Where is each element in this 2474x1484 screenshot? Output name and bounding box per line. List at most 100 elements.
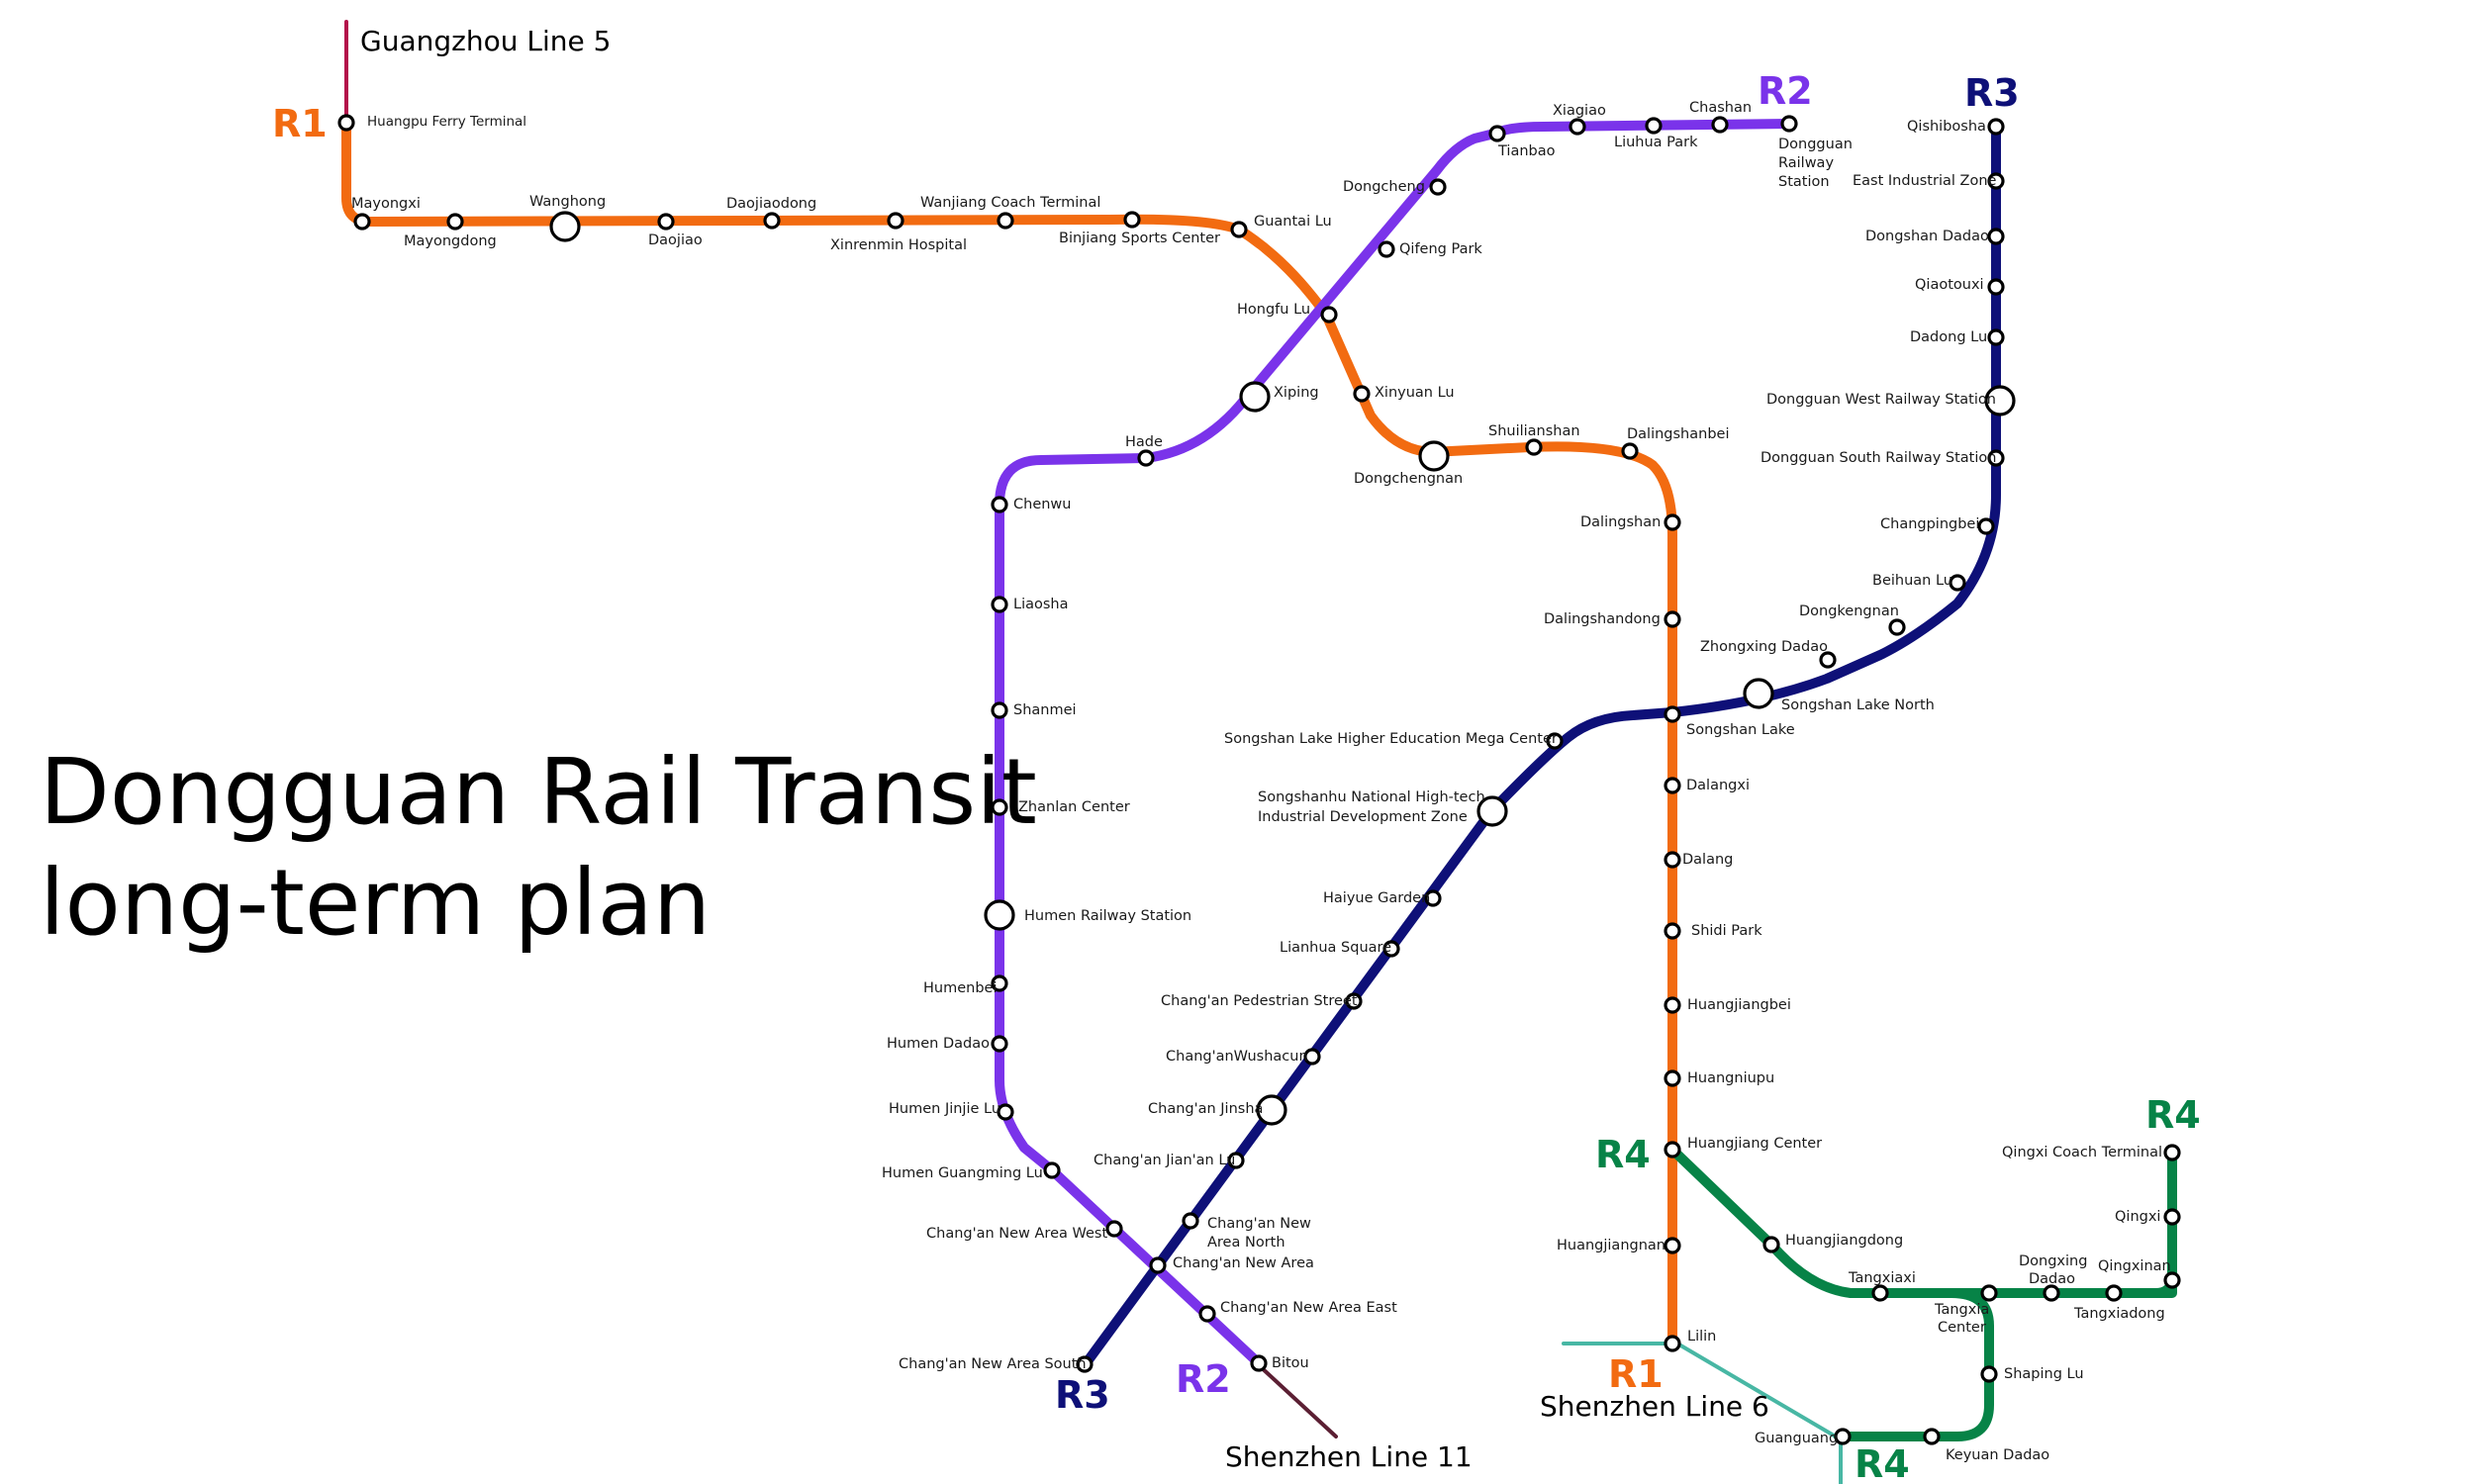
station-huangjiangnan[interactable]: [1664, 1237, 1681, 1254]
station-xiagiao[interactable]: [1569, 118, 1586, 136]
station-tangxiadong[interactable]: [2105, 1284, 2123, 1302]
label-sslnorth: Songshan Lake North: [1781, 697, 1935, 713]
label-dongshan: Dongshan Dadao: [1865, 229, 1989, 244]
label-wushacun: Chang'anWushacun: [1166, 1049, 1308, 1065]
station-chashan[interactable]: [1711, 116, 1729, 134]
station-lilin[interactable]: [1664, 1335, 1681, 1352]
station-dongguan-railway[interactable]: [1780, 115, 1798, 133]
station-humenrs[interactable]: [984, 899, 1015, 931]
station-bitou[interactable]: [1250, 1354, 1268, 1372]
station-huangniupu[interactable]: [1664, 1069, 1681, 1087]
station-dongcheng[interactable]: [1429, 178, 1447, 196]
station-dongxing[interactable]: [2043, 1284, 2060, 1302]
station-dongshan[interactable]: [1987, 228, 2005, 245]
station-canorth[interactable]: [1182, 1212, 1199, 1230]
station-tangxiacenter[interactable]: [1980, 1284, 1998, 1302]
station-tangxiaxi[interactable]: [1871, 1284, 1889, 1302]
station-pedestrian[interactable]: [1345, 992, 1363, 1010]
r4-badge-right: R4: [2145, 1093, 2201, 1137]
station-daojiaodong[interactable]: [763, 212, 781, 230]
station-xinyuan[interactable]: [1353, 385, 1371, 403]
label-zhanlan: Zhanlan Center: [1018, 799, 1130, 815]
label-liuhua: Liuhua Park: [1614, 135, 1698, 150]
station-daojiao[interactable]: [657, 213, 675, 231]
station-zhanlan[interactable]: [991, 798, 1008, 816]
station-hightech[interactable]: [1476, 795, 1508, 827]
shenzhen-line-6-label: Shenzhen Line 6: [1540, 1390, 1769, 1423]
station-dgsouth[interactable]: [1987, 449, 2005, 467]
station-liaosha[interactable]: [991, 596, 1008, 613]
station-beihuan[interactable]: [1949, 574, 1966, 592]
station-huangjiangdong[interactable]: [1762, 1236, 1780, 1253]
station-guanguang[interactable]: [1834, 1428, 1852, 1445]
station-keyuan[interactable]: [1923, 1428, 1941, 1445]
station-dalingshanbei[interactable]: [1621, 442, 1639, 460]
station-dgwest[interactable]: [1984, 385, 2016, 417]
station-jinsha[interactable]: [1256, 1094, 1287, 1126]
station-wanghong[interactable]: [549, 211, 581, 242]
station-guantai[interactable]: [1230, 221, 1248, 238]
station-sslhighered[interactable]: [1546, 732, 1564, 750]
station-xiping[interactable]: [1239, 381, 1271, 413]
station-dalingshan[interactable]: [1664, 513, 1681, 531]
station-canaeast[interactable]: [1198, 1305, 1216, 1323]
station-dongkengnan[interactable]: [1888, 618, 1906, 636]
station-dadong[interactable]: [1987, 328, 2005, 346]
station-humendadao[interactable]: [991, 1035, 1008, 1053]
label-dgrs-3: Station: [1778, 174, 1830, 190]
station-eastind[interactable]: [1987, 172, 2005, 190]
station-canawest[interactable]: [1105, 1220, 1123, 1238]
station-hongfu[interactable]: [1320, 306, 1338, 324]
station-shanmei[interactable]: [991, 701, 1008, 719]
station-humenbei[interactable]: [991, 974, 1008, 992]
station-zhongxing[interactable]: [1819, 651, 1837, 669]
station-lianhua[interactable]: [1382, 940, 1400, 958]
station-dalingshandong[interactable]: [1664, 610, 1681, 628]
station-liuhua[interactable]: [1645, 117, 1663, 135]
station-sslnorth[interactable]: [1743, 678, 1774, 709]
station-qingxinan[interactable]: [2163, 1271, 2181, 1289]
station-huangpu[interactable]: [337, 114, 355, 132]
label-guantai: Guantai Lu: [1254, 214, 1332, 230]
station-dalangxi[interactable]: [1664, 777, 1681, 794]
label-dgsouth: Dongguan South Railway Station: [1760, 450, 1996, 466]
label-shidi: Shidi Park: [1691, 923, 1762, 939]
r1-badge-bottom: R1: [1608, 1352, 1664, 1396]
station-jianan[interactable]: [1227, 1152, 1245, 1169]
station-shaping[interactable]: [1980, 1365, 1998, 1383]
station-xinrenmin[interactable]: [887, 212, 904, 230]
station-shidi[interactable]: [1664, 922, 1681, 940]
station-haiyue[interactable]: [1424, 889, 1442, 907]
r3-badge-bottom: R3: [1055, 1373, 1110, 1417]
station-huangjiangbei[interactable]: [1664, 996, 1681, 1014]
station-mayongxi[interactable]: [353, 213, 371, 231]
station-qishibosha[interactable]: [1987, 118, 2005, 136]
station-qingxi[interactable]: [2163, 1208, 2181, 1226]
label-liaosha: Liaosha: [1013, 597, 1069, 612]
station-qingxicoach[interactable]: [2163, 1144, 2181, 1161]
label-bitou: Bitou: [1272, 1355, 1309, 1371]
station-tianbao[interactable]: [1488, 125, 1506, 142]
station-songshanlake[interactable]: [1664, 705, 1681, 723]
station-dalang[interactable]: [1664, 851, 1681, 869]
station-hade[interactable]: [1137, 449, 1155, 467]
station-qiaotouxi[interactable]: [1987, 278, 2005, 296]
station-mayongdong[interactable]: [446, 213, 464, 231]
station-shuilianshan[interactable]: [1525, 438, 1543, 456]
label-dalangxi: Dalangxi: [1686, 778, 1750, 793]
station-dongchengnan[interactable]: [1418, 440, 1450, 472]
label-tangxiaxi: Tangxiaxi: [1848, 1270, 1916, 1286]
station-binjiang[interactable]: [1123, 211, 1141, 229]
station-qifeng[interactable]: [1378, 240, 1395, 258]
station-humenjinjie[interactable]: [997, 1103, 1014, 1121]
label-casouth: Chang'an New Area South: [899, 1356, 1087, 1372]
station-changpingbei[interactable]: [1977, 517, 1995, 535]
label-mayongxi: Mayongxi: [351, 196, 421, 212]
station-wanjiang[interactable]: [997, 212, 1014, 230]
station-chenwu[interactable]: [991, 496, 1008, 513]
station-cana[interactable]: [1149, 1256, 1167, 1274]
station-huangjiangcenter[interactable]: [1664, 1141, 1681, 1159]
station-casouth[interactable]: [1076, 1355, 1094, 1373]
station-wushacun[interactable]: [1303, 1048, 1321, 1066]
station-humenguangming[interactable]: [1043, 1161, 1061, 1179]
